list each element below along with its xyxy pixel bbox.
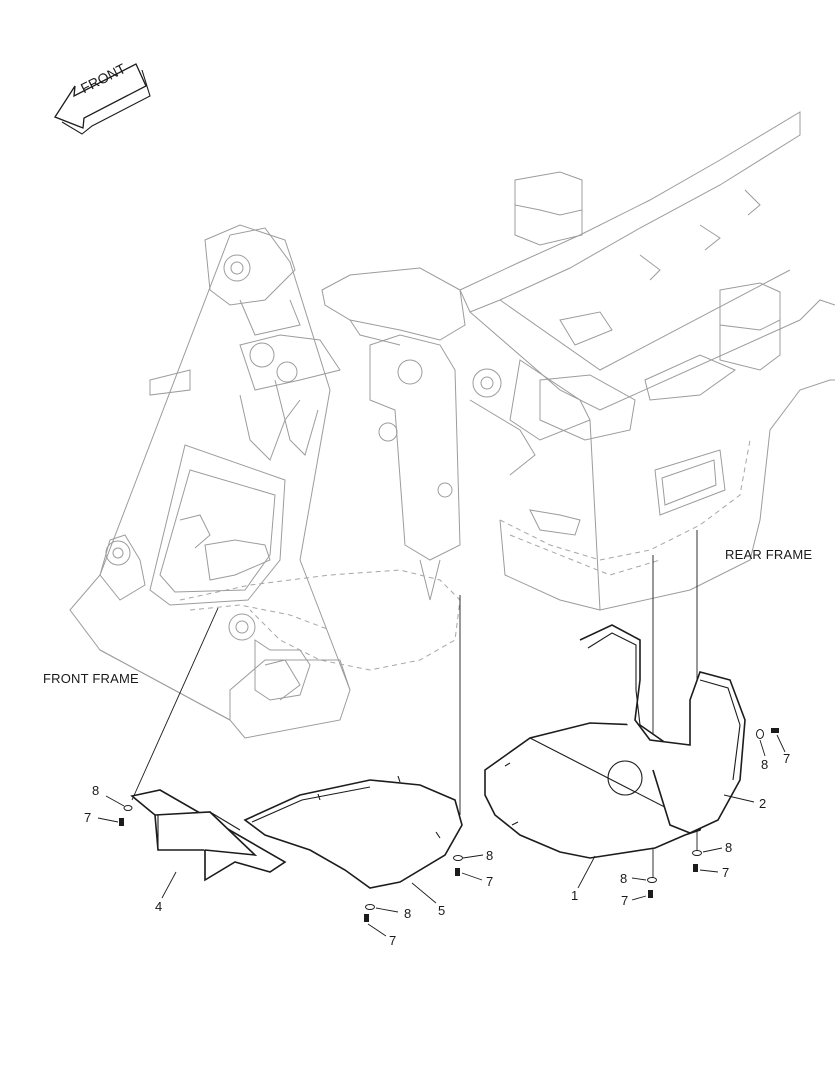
callout-part-1: 1 (571, 888, 579, 903)
callout-bolt-f: 7 (783, 751, 791, 766)
callout-washer-c: 8 (404, 906, 412, 921)
part-leaders (161, 794, 755, 904)
callout-washer-e: 8 (725, 840, 733, 855)
callout-bolt-a: 7 (84, 810, 92, 825)
front-frame-label: FRONT FRAME (43, 671, 139, 686)
callout-washer-b: 8 (486, 848, 494, 863)
front-frame-drawing (69, 224, 466, 739)
callout-part-4: 4 (155, 899, 163, 914)
callout-bolt-e: 7 (722, 865, 730, 880)
callout-bolt-d: 7 (621, 893, 629, 908)
callout-washer-d: 8 (620, 871, 628, 886)
part-2-cover-plate (579, 624, 746, 834)
callout-bolt-c: 7 (389, 933, 397, 948)
callout-part-5: 5 (438, 903, 446, 918)
callout-washer-a: 8 (92, 783, 100, 798)
fasteners (97, 728, 786, 937)
front-arrow-icon (54, 63, 151, 135)
callout-part-2: 2 (759, 796, 767, 811)
part-4-bracket (130, 789, 287, 882)
rear-frame-drawing (459, 111, 835, 611)
callout-washer-f: 8 (761, 757, 769, 772)
part-5-cover-plate (243, 775, 463, 889)
rear-frame-label: REAR FRAME (725, 547, 813, 562)
callout-bolt-b: 7 (486, 874, 494, 889)
